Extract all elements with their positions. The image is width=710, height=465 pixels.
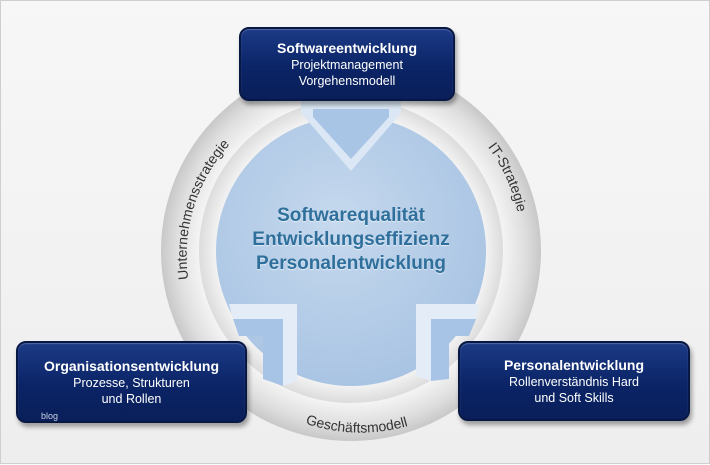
box-line: und Rollen <box>101 391 162 406</box>
center-line-3: Personalentwicklung <box>255 253 447 274</box>
box-line: und Soft Skills <box>534 390 614 405</box>
bottom-left-arrow-icon <box>229 304 297 386</box>
watermark: blog <box>41 411 59 421</box>
box-organisationsentwicklung: Organisationsentwicklung Prozesse, Struk… <box>16 341 247 423</box>
top-arrow-icon <box>301 101 401 171</box>
center-line-2: Entwicklungseffizienz <box>252 229 450 250</box>
bottom-right-arrow-icon <box>416 304 479 381</box>
box-title: Organisationsentwicklung <box>43 357 220 374</box>
box-line: Projektmanagement <box>291 57 403 72</box>
center-line-1: Softwarequalität <box>277 205 425 226</box>
box-personalentwicklung: Personalentwicklung Rollenverständnis Ha… <box>458 341 690 421</box>
box-softwareentwicklung: Softwareentwicklung Projektmanagement Vo… <box>239 27 455 101</box>
box-line: Vorgehensmodell <box>298 73 396 88</box>
box-title: Personalentwicklung <box>503 356 645 373</box>
center-focus-text: Softwarequalität Entwicklungseffizienz P… <box>221 204 481 276</box>
box-line: Rollenverständnis Hard <box>509 374 639 389</box>
box-title: Softwareentwicklung <box>276 39 418 56</box>
box-line: Prozesse, Strukturen <box>73 375 190 390</box>
